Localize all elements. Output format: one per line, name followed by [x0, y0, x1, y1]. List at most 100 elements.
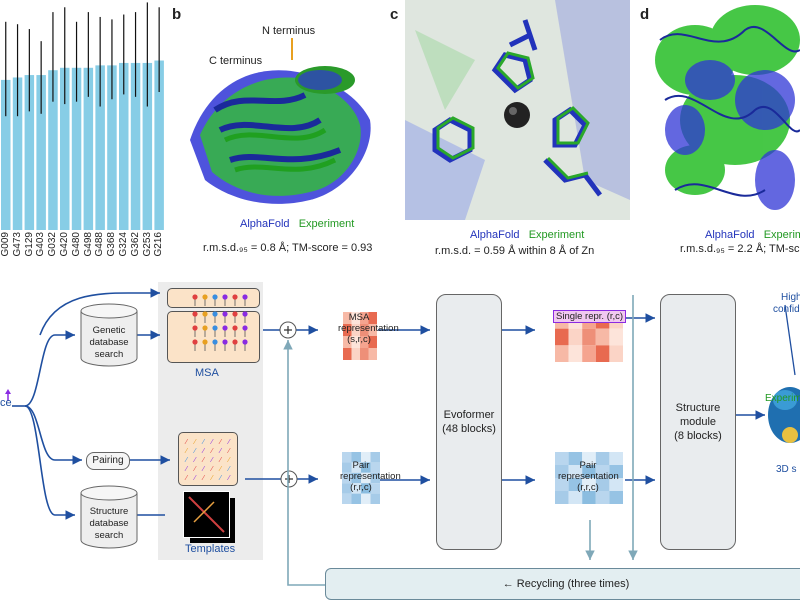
recycling-bar: ← Recycling (three times) — [325, 568, 800, 600]
panel-letter-b: b — [172, 6, 182, 23]
templates-label: Templates — [185, 543, 236, 555]
genetic-db-label: Genetic database search — [89, 325, 129, 360]
svg-text:⁄: ⁄ — [184, 448, 189, 455]
svg-text:⁄: ⁄ — [227, 475, 232, 482]
msa-label: MSA — [195, 367, 219, 379]
svg-text:⁄: ⁄ — [227, 448, 232, 455]
msa-repr-grid — [343, 312, 377, 360]
pair-repr-grid — [342, 452, 380, 504]
pair-repr-label: Pair representation (r,r,c) — [340, 460, 401, 493]
svg-text:⁄: ⁄ — [210, 466, 215, 473]
input-sequence-label: ce — [0, 397, 12, 409]
pair-repr2-grid — [555, 452, 623, 504]
bar-G324 — [119, 62, 129, 230]
panel-letter-c: c — [390, 6, 399, 23]
msa-residues — [192, 294, 248, 351]
bar-G009 — [1, 79, 11, 230]
pair-grid-dots: ⁄⁄⁄⁄⁄⁄⁄⁄⁄⁄⁄⁄⁄⁄⁄⁄⁄⁄⁄⁄⁄⁄⁄⁄⁄⁄⁄⁄⁄⁄ — [184, 439, 232, 482]
svg-text:⁄: ⁄ — [210, 448, 215, 455]
bar-G403 — [36, 75, 46, 230]
bar-chart — [1, 2, 164, 230]
bar-G368 — [107, 65, 117, 230]
legend-alphafold-b: AlphaFold — [240, 218, 290, 230]
svg-text:⁄: ⁄ — [201, 448, 206, 455]
tick-label-G480: G480 — [70, 232, 82, 257]
structure-db-label: Structure database search — [89, 506, 129, 541]
legend-experiment-d: Experim — [763, 229, 800, 241]
tick-label-G032: G032 — [47, 232, 59, 257]
svg-text:⁄: ⁄ — [184, 475, 189, 482]
bar-G488 — [95, 65, 105, 230]
legend-c: AlphaFold Experiment — [470, 229, 584, 241]
legend-experiment-c: Experiment — [528, 229, 585, 241]
pair-input-grid — [178, 432, 238, 486]
svg-text:⁄: ⁄ — [201, 466, 206, 473]
pairing-box: Pairing — [86, 452, 130, 470]
svg-text:⁄: ⁄ — [218, 466, 223, 473]
svg-text:⁄: ⁄ — [193, 457, 198, 464]
msa-rows-species — [167, 311, 260, 363]
svg-text:⁄: ⁄ — [218, 457, 223, 464]
legend-experiment-b: Experiment — [298, 218, 355, 230]
bar-G129 — [24, 75, 35, 230]
pipeline-arrows — [5, 288, 800, 586]
msa-repr-label: MSA representation (s,r,c) — [338, 312, 399, 345]
svg-text:⁄: ⁄ — [184, 457, 189, 464]
tick-label-G253: G253 — [141, 232, 153, 257]
svg-text:⁄: ⁄ — [201, 439, 206, 446]
legend-d: AlphaFold Experim — [705, 229, 800, 241]
high-confidence-label: High — [781, 292, 800, 303]
svg-text:⁄: ⁄ — [227, 439, 232, 446]
confidence-label: confide — [773, 304, 800, 315]
c-terminus-label: C terminus — [209, 55, 263, 67]
bar-G216 — [154, 60, 164, 230]
complex-structure-d — [655, 0, 800, 225]
tick-label-G420: G420 — [59, 232, 70, 257]
pair-repr2-label: Pair representation (r,r,c) — [558, 460, 619, 493]
tick-label-G216: G216 — [153, 232, 165, 257]
bar-G420 — [60, 67, 70, 230]
bar-G362 — [130, 62, 141, 230]
legend-b: AlphaFold Experiment — [240, 218, 354, 230]
svg-text:⁄: ⁄ — [227, 457, 232, 464]
svg-text:⁄: ⁄ — [201, 475, 206, 482]
svg-text:⁄: ⁄ — [218, 448, 223, 455]
bar-G480 — [71, 67, 82, 230]
legend-alphafold-c: AlphaFold — [470, 229, 520, 241]
tick-label-G473: G473 — [11, 232, 23, 257]
metric-d: r.m.s.d.₉₅ = 2.2 Å; TM-sc — [680, 243, 800, 255]
svg-text:⁄: ⁄ — [210, 457, 215, 464]
metric-b: r.m.s.d.₉₅ = 0.8 Å; TM-score = 0.93 — [203, 242, 373, 254]
svg-text:⁄: ⁄ — [184, 466, 189, 473]
tick-label-G129: G129 — [23, 232, 35, 257]
svg-text:⁄: ⁄ — [193, 439, 198, 446]
experiment-label-right: Experim — [765, 393, 800, 404]
protein-structure-b — [190, 38, 371, 204]
single-repr-label: Single repr. (r,c) — [553, 310, 627, 323]
svg-text:⁄: ⁄ — [193, 448, 198, 455]
svg-text:⁄: ⁄ — [210, 439, 215, 446]
tick-label-G009: G009 — [0, 232, 11, 257]
output-3d-label: 3D s — [776, 464, 797, 475]
genetic-db-icon — [80, 303, 138, 367]
bar-G473 — [12, 77, 23, 230]
bar-G498 — [83, 67, 94, 230]
tick-label-G368: G368 — [106, 232, 118, 257]
tick-label-G403: G403 — [35, 232, 47, 257]
structure-db-icon — [80, 485, 138, 549]
svg-text:⁄: ⁄ — [218, 439, 223, 446]
structure-module-box: Structure module(8 blocks) — [660, 294, 736, 550]
svg-text:⁄: ⁄ — [201, 457, 206, 464]
svg-text:⁄: ⁄ — [193, 475, 198, 482]
svg-text:⁄: ⁄ — [193, 466, 198, 473]
panel-letter-d: d — [640, 6, 650, 23]
tick-label-G324: G324 — [118, 232, 129, 257]
tick-label-G488: G488 — [94, 232, 106, 257]
svg-text:⁄: ⁄ — [227, 466, 232, 473]
n-terminus-label: N terminus — [262, 25, 316, 37]
bar-G253 — [142, 62, 153, 230]
svg-text:⁄: ⁄ — [210, 475, 215, 482]
svg-text:⁄: ⁄ — [218, 475, 223, 482]
bar-G032 — [48, 70, 58, 230]
tick-label-G498: G498 — [82, 232, 94, 257]
